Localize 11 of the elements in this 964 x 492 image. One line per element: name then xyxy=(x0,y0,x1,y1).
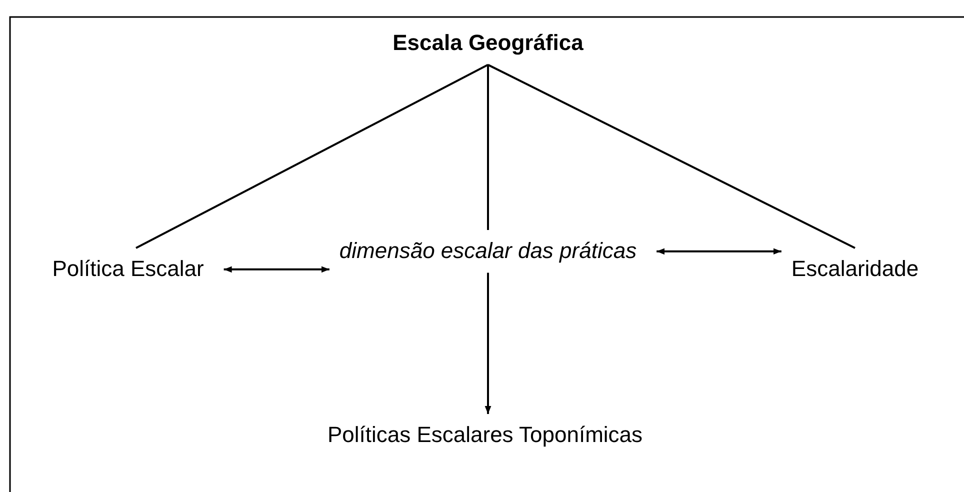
node-label: Escalaridade xyxy=(791,255,919,283)
arrow xyxy=(656,248,782,255)
connector-line xyxy=(136,64,488,249)
node-label: Escala Geográfica xyxy=(392,29,584,57)
node-label: dimensão escalar das práticas xyxy=(339,237,637,265)
connector-line xyxy=(487,64,489,230)
arrow xyxy=(224,266,330,273)
node-label: Política Escalar xyxy=(52,255,204,283)
arrow xyxy=(484,272,492,414)
connector-line xyxy=(488,64,856,249)
node-label: Políticas Escalares Toponímicas xyxy=(327,421,643,449)
